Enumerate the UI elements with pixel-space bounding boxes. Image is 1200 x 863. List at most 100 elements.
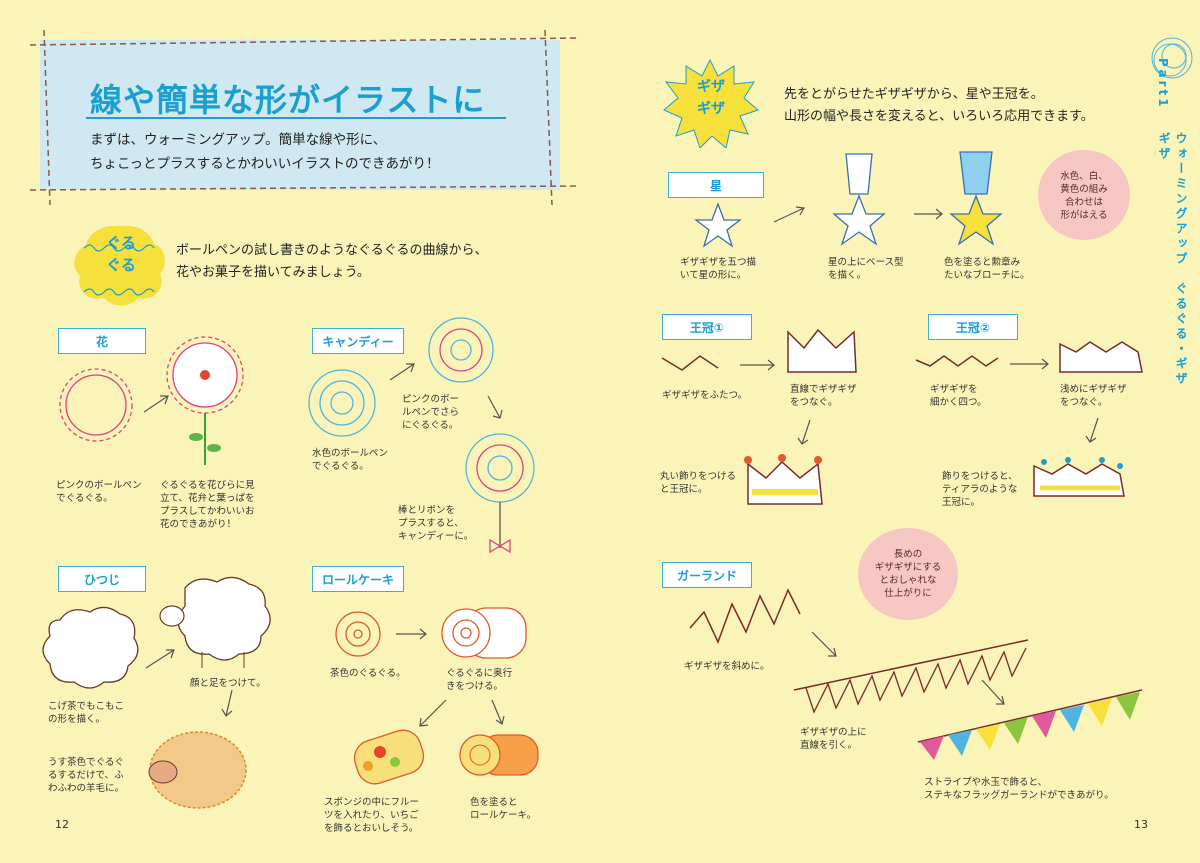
roll-spiral-drawing	[335, 611, 381, 657]
caption-flower-2: ぐるぐるを花びらに見立て、花弁と葉っぱをプラスしてかわいいお花のできあがり！	[160, 480, 255, 530]
gizagiza-desc-line-1: 先をとがらせたギザギザから、星や王冠を。	[784, 87, 1044, 102]
title-underline	[86, 117, 506, 119]
medal-colored-drawing	[949, 151, 1003, 246]
guruguru-description: ボールペンの試し書きのようなぐるぐるの曲線から、 花やお菓子を描いてみましょう。	[176, 240, 487, 284]
roll-depth-drawing	[441, 607, 527, 659]
intro-line-1: まずは、ウォーミングアップ。簡単な線や形に、	[90, 132, 387, 148]
part-label: Part1	[1156, 58, 1170, 110]
gizagiza-desc-line-2: 山形の幅や長さを変えると、いろいろ応用できます。	[784, 109, 1094, 124]
guruguru-desc-line-1: ボールペンの試し書きのようなぐるぐるの曲線から、	[176, 243, 488, 258]
right-illustrations	[661, 151, 1143, 760]
caption-sheep-3: うす茶色でぐるぐるするだけで、ふわふわの羊毛に。	[48, 757, 125, 794]
arrow-candy-1	[389, 363, 415, 381]
intro-text: まずは、ウォーミングアップ。簡単な線や形に、 ちょこっとプラスするとかわいいイラ…	[90, 128, 440, 176]
caption-candy-2: ピンクのボールペンでさらにぐるぐる。	[402, 394, 460, 431]
caption-candy-1: 水色のボールペンでぐるぐる。	[312, 448, 389, 472]
sheep-fluffy-drawing	[148, 731, 247, 809]
caption-garland-2: ギザギザの上に直線を引く。	[800, 727, 867, 751]
arrow-sheep-1	[145, 649, 175, 669]
arrow-roll-3	[491, 699, 505, 725]
medal-outline-drawing	[832, 153, 886, 246]
candy-pink-swirl	[428, 317, 494, 383]
candy-blue-swirl	[308, 369, 376, 437]
badge-line-2: ぐる	[106, 256, 136, 274]
arrow-flower	[143, 395, 169, 413]
gizagiza-badge-text: ギザ ギザ	[686, 76, 736, 120]
crown1-zigzag-drawing	[661, 355, 719, 371]
arrow-crown1-1	[740, 359, 775, 371]
caption-roll-3: スポンジの中にフルーツを入れたり、いちごを飾るとおいしそう。	[324, 797, 420, 834]
garland-zigzag-drawing	[689, 588, 801, 644]
roll-colored-drawing	[459, 734, 539, 776]
label-roll-cake: ロールケーキ	[312, 566, 404, 592]
caption-star-1: ギザギザを五つ描いて星の形に。	[680, 257, 757, 281]
arrow-crown1-2	[797, 419, 811, 445]
label-candy: キャンディー	[312, 328, 404, 354]
garland-decorated-drawing	[917, 689, 1143, 760]
arrow-garland-1	[811, 631, 837, 657]
crown2-zigzag-drawing	[915, 355, 999, 367]
arrow-star-2	[914, 208, 943, 220]
page-title: 線や簡単な形がイラストに	[90, 81, 486, 119]
guruguru-desc-line-2: 花やお菓子を描いてみましょう。	[176, 265, 370, 280]
label-star: 星	[668, 172, 764, 198]
arrow-sheep-2	[221, 689, 233, 717]
flower-loop-drawing	[59, 368, 133, 442]
chapter-title-vertical: ウォーミングアップ ぐるぐる・ギザギザ	[1157, 132, 1188, 387]
badge-line-1: ぐる	[106, 234, 136, 252]
title-box	[40, 40, 560, 190]
tip-bubble-garland: 長めのギザギザにするとおしゃれな仕上がりに	[858, 528, 958, 620]
guruguru-badge-text: ぐる ぐる	[96, 232, 146, 276]
page-number-right: 13	[1134, 818, 1148, 831]
caption-candy-3: 棒とリボンをプラスすると、キャンディーに。	[398, 505, 474, 542]
crown2-tiara-drawing	[1033, 457, 1125, 497]
caption-crown2-a: ギザギザを細かく四つ。	[930, 384, 987, 408]
caption-crown1-b: 直線でギザギザをつなぐ。	[790, 384, 857, 408]
gizagiza-description: 先をとがらせたギザギザから、星や王冠を。 山形の幅や長さを変えると、いろいろ応用…	[784, 84, 1094, 128]
arrow-roll-1	[396, 628, 427, 640]
label-sheep: ひつじ	[58, 566, 146, 592]
crown1-decorated-drawing	[744, 454, 823, 505]
gizagiza-badge-line-2: ギザ	[697, 101, 725, 117]
gizagiza-badge-line-1: ギザ	[697, 79, 725, 95]
star-outline-drawing	[694, 202, 742, 248]
arrow-roll-2	[419, 699, 447, 727]
caption-crown2-b: 浅めにギザギザをつなぐ。	[1060, 384, 1127, 408]
caption-star-2: 星の上にベース型を描く。	[828, 257, 904, 281]
arrow-crown2-1	[1010, 358, 1049, 370]
garland-line-drawing	[793, 639, 1029, 714]
arrow-star-1	[773, 206, 805, 223]
sheep-outline-drawing	[42, 606, 139, 689]
roll-fruit-drawing	[353, 729, 425, 785]
caption-roll-2: ぐるぐるに奥行きをつける。	[446, 668, 513, 692]
caption-crown1-c: 丸い飾りをつけると王冠に。	[660, 471, 737, 495]
caption-flower-1: ピンクのボールペンでぐるぐる。	[56, 480, 142, 504]
candy-complete-drawing	[465, 433, 535, 554]
guruguru-badge	[74, 225, 165, 306]
crown2-outline-drawing	[1059, 341, 1143, 373]
caption-crown2-c: 飾りをつけると、ティアラのような王冠に。	[942, 471, 1018, 508]
caption-crown1-a: ギザギザをふたつ。	[662, 390, 748, 401]
flower-complete-drawing	[166, 336, 244, 465]
page-number-left: 12	[55, 818, 69, 831]
caption-sheep-1: こげ茶でもこもこの形を描く。	[48, 701, 125, 725]
label-crown-2: 王冠②	[928, 314, 1018, 340]
label-garland: ガーランド	[662, 562, 752, 588]
label-crown-1: 王冠①	[662, 314, 752, 340]
crown1-outline-drawing	[787, 328, 857, 373]
label-flower: 花	[58, 328, 146, 354]
caption-sheep-2: 顔と足をつけて。	[190, 678, 266, 689]
intro-line-2: ちょこっとプラスするとかわいいイラストのできあがり！	[90, 156, 440, 172]
sheep-face-drawing	[159, 576, 271, 668]
arrow-candy-2	[487, 395, 503, 419]
arrow-garland-2	[981, 679, 1005, 705]
caption-star-3: 色を塗ると勲章みたいなブローチに。	[944, 257, 1030, 281]
left-illustrations	[42, 317, 539, 809]
part-scribble	[1151, 37, 1193, 79]
gizagiza-badge	[663, 58, 759, 148]
tip-bubble-star: 水色、白、黄色の組み合わせは形がはえる	[1038, 150, 1130, 240]
caption-roll-1: 茶色のぐるぐる。	[330, 668, 406, 679]
caption-garland-3: ストライプや水玉で飾ると、ステキなフラッグガーランドができあがり。	[924, 777, 1114, 801]
caption-roll-4: 色を塗るとロールケーキ。	[470, 797, 537, 821]
